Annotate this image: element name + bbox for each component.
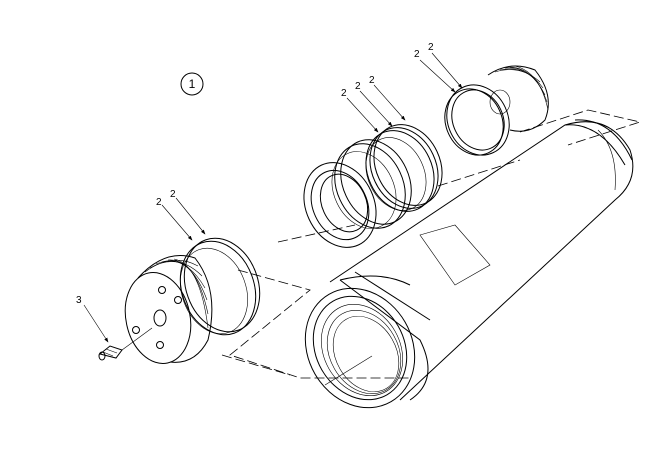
callout-grease-fitting: 3 — [76, 295, 109, 343]
callout-end-cap-right: 2 2 — [414, 42, 463, 93]
view-callout-number: 1 — [189, 77, 196, 91]
cylinder-barrel — [304, 119, 634, 409]
view-callout: 1 — [180, 72, 204, 96]
alignment-guides — [221, 109, 642, 379]
callout-number: 2 — [156, 197, 162, 208]
callout-number: 2 — [355, 81, 361, 92]
callout-number: 2 — [170, 189, 176, 200]
end-cap-left — [124, 237, 261, 364]
end-cap-right — [444, 65, 549, 156]
callout-end-cap-left: 2 2 — [156, 189, 206, 241]
grease-fitting — [98, 327, 153, 361]
callout-number: 2 — [369, 75, 375, 86]
callout-number: 2 — [428, 42, 434, 53]
callout-number: 2 — [414, 49, 420, 60]
callout-number: 3 — [76, 295, 82, 306]
piston-seal-stack — [303, 124, 443, 248]
callout-number: 2 — [341, 88, 347, 99]
callout-piston-seals: 2 2 2 — [341, 75, 406, 133]
